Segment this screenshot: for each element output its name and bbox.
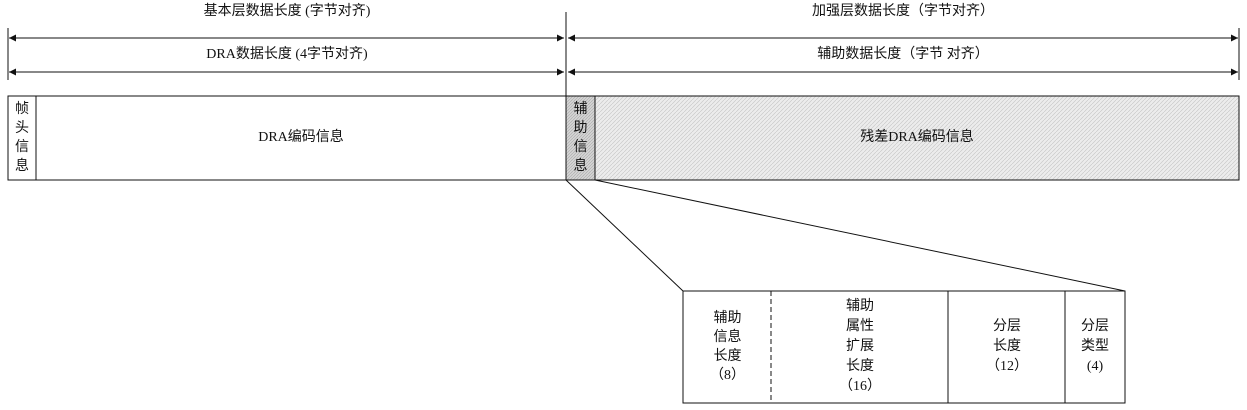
aux-info-text: 辅 助 信 息: [566, 97, 595, 179]
frame-header-char: 信: [15, 140, 29, 155]
frame-header-char: 息: [15, 159, 29, 174]
frame-header-cell: [7, 95, 37, 181]
layer-type-line: 类型: [1081, 339, 1109, 354]
zoom-line-right: [594, 179, 1126, 292]
aux-info-cell: [565, 95, 596, 181]
detail-box: [682, 290, 1126, 404]
aux-attr-ext-length-text: 辅助 属性 扩展 长度 （16）: [772, 292, 948, 402]
residual-dra-coding-info-label: 残差DRA编码信息: [860, 130, 974, 145]
aux-attr-ext-length-line: 扩展: [846, 339, 874, 354]
aux-data-length-label: 辅助数据长度（字节 对齐）: [817, 47, 989, 62]
aux-attr-ext-length-line: （16）: [839, 379, 881, 394]
aux-info-length-text: 辅助 信息 长度 （8）: [684, 292, 771, 402]
aux-info-length-line: 辅助: [713, 311, 742, 326]
residual-dra-cell: [594, 95, 1240, 181]
frame-header-char: 帧: [15, 102, 29, 117]
layer-length-text: 分层 长度 （12）: [949, 292, 1065, 402]
aux-info-char: 辅: [573, 102, 588, 117]
layer-type-line: (4): [1086, 359, 1104, 374]
base-layer-length-label: 基本层数据长度 (字节对齐): [203, 4, 371, 19]
layer-type-line: 分层: [1081, 319, 1109, 334]
dra-coding-cell: [35, 95, 567, 181]
zoom-line-left: [565, 179, 684, 292]
aux-info-length-line: 信息: [713, 330, 742, 345]
frame-header-char: 头: [15, 121, 29, 136]
enhance-layer-length-label: 加强层数据长度（字节对齐）: [812, 4, 994, 19]
frame-header-text: 帧 头 信 息: [8, 97, 36, 179]
aux-info-length-line: 长度: [713, 349, 742, 364]
dra-coding-info-label: DRA编码信息: [258, 130, 344, 145]
layer-length-line: （12）: [986, 359, 1028, 374]
aux-info-char: 信: [573, 140, 588, 155]
layer-length-line: 分层: [993, 319, 1021, 334]
dra-data-length-label: DRA数据长度 (4字节对齐): [206, 47, 368, 62]
aux-attr-ext-length-line: 辅助: [846, 299, 874, 314]
aux-info-char: 息: [573, 159, 588, 174]
layer-type-text: 分层 类型 (4): [1066, 292, 1124, 402]
aux-attr-ext-length-line: 长度: [846, 359, 874, 374]
aux-info-length-line: （8）: [710, 368, 745, 383]
aux-info-char: 助: [573, 121, 588, 136]
layer-length-line: 长度: [993, 339, 1021, 354]
aux-attr-ext-length-line: 属性: [846, 319, 874, 334]
